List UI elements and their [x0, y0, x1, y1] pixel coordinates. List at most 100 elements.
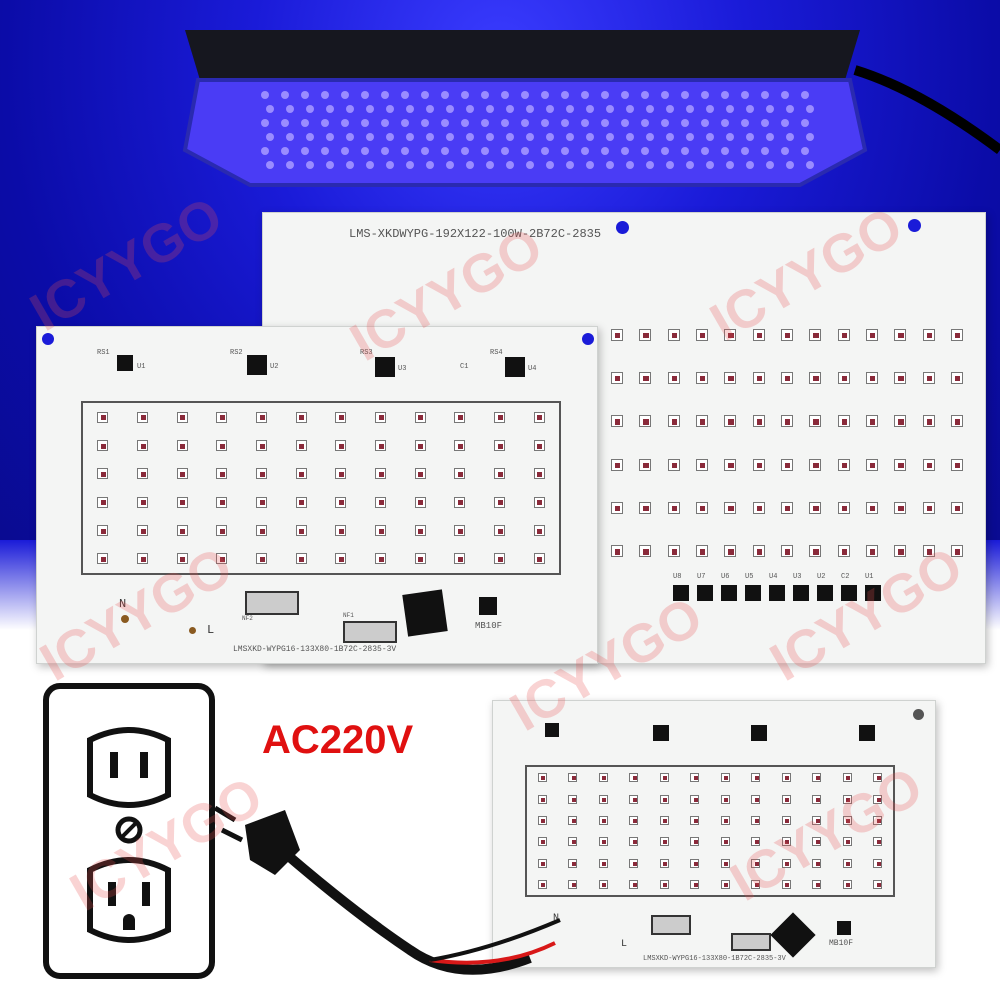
led-chip	[335, 468, 347, 480]
led-emitter	[663, 883, 668, 888]
led-emitter	[785, 797, 790, 802]
floodlight-led	[446, 161, 454, 169]
led-emitter	[754, 797, 759, 802]
led-emitter	[699, 419, 706, 425]
led-chip	[659, 879, 669, 889]
floodlight-led	[401, 91, 409, 99]
led-chip	[695, 458, 708, 471]
led-chip	[781, 773, 791, 783]
led-chip	[610, 545, 623, 558]
led-chip	[598, 837, 608, 847]
floodlight-led	[286, 105, 294, 113]
floodlight-led	[381, 91, 389, 99]
floodlight-led	[706, 133, 714, 141]
led-chip	[695, 545, 708, 558]
led-chip	[809, 372, 822, 384]
led-emitter	[180, 557, 186, 563]
driver-chip-u2	[247, 355, 267, 375]
floodlight-led	[301, 147, 309, 155]
floodlight-led	[741, 91, 749, 99]
led-emitter	[693, 776, 698, 781]
led-emitter	[954, 506, 961, 512]
led-chip	[865, 328, 878, 341]
led-chip	[720, 815, 730, 825]
chip-label: U5	[745, 573, 754, 581]
led-emitter	[632, 883, 637, 888]
led-emitter	[614, 549, 621, 555]
led-emitter	[869, 376, 876, 382]
rectifier-label: MB10F	[829, 939, 854, 948]
led-chip	[537, 879, 547, 889]
led-emitter	[220, 500, 226, 506]
led-emitter	[663, 797, 668, 802]
led-emitter	[869, 419, 876, 425]
led-chip	[494, 440, 505, 451]
floodlight-led	[366, 133, 374, 141]
floodlight-led	[541, 147, 549, 155]
floodlight-led	[341, 119, 349, 127]
led-chip	[97, 411, 109, 423]
led-emitter	[693, 797, 698, 802]
led-emitter	[537, 528, 543, 534]
led-emitter	[541, 819, 546, 824]
floodlight-led	[406, 105, 414, 113]
led-chip	[454, 468, 466, 480]
led-emitter	[541, 776, 546, 781]
led-chip	[873, 837, 883, 847]
led-emitter	[299, 443, 305, 449]
led-chip	[724, 372, 737, 384]
led-emitter	[813, 506, 819, 512]
rs3-label: RS3	[360, 349, 373, 357]
nf2-label: NF2	[242, 615, 253, 622]
led-emitter	[841, 462, 847, 469]
led-chip	[659, 815, 669, 825]
led-emitter	[898, 462, 904, 469]
led-chip	[176, 525, 188, 536]
led-emitter	[846, 861, 851, 866]
led-emitter	[497, 443, 503, 449]
led-chip	[751, 879, 761, 889]
bottom-led-board: N L MB10F LMSXKD-WYPG16-133X80-1B72C-283…	[492, 700, 936, 968]
floodlight-led	[686, 161, 694, 169]
led-emitter	[876, 883, 881, 888]
led-emitter	[784, 549, 791, 555]
led-chip	[837, 372, 850, 384]
floodlight-led	[581, 147, 589, 155]
led-emitter	[724, 776, 729, 781]
led-chip	[837, 328, 850, 341]
led-chip	[950, 415, 963, 428]
floodlight-led	[461, 119, 469, 127]
led-chip	[809, 328, 822, 341]
floodlight-led	[266, 161, 274, 169]
led-emitter	[140, 500, 146, 506]
led-emitter	[699, 462, 706, 469]
led-chip	[667, 545, 680, 558]
led-chip	[922, 458, 935, 471]
led-emitter	[699, 549, 706, 555]
floodlight-led	[786, 105, 794, 113]
led-emitter	[756, 462, 762, 469]
led-emitter	[754, 776, 759, 781]
led-emitter	[756, 506, 762, 512]
led-emitter	[898, 419, 904, 425]
floodlight-led	[486, 133, 494, 141]
led-chip	[537, 815, 547, 825]
floodlight-led	[766, 161, 774, 169]
wall-outlet	[43, 683, 215, 979]
u1-label: U1	[137, 363, 146, 371]
led-emitter	[813, 462, 819, 469]
led-chip	[454, 496, 466, 508]
led-emitter	[220, 415, 226, 421]
led-emitter	[497, 500, 503, 506]
floodlight-led	[326, 105, 334, 113]
floodlight-led	[601, 147, 609, 155]
small-board-model-text: LMSXKD-WYPG16-133X80-1B72C-2835-3V	[233, 645, 397, 654]
led-chip	[950, 328, 963, 341]
led-emitter	[841, 419, 847, 425]
led-emitter	[756, 549, 762, 555]
floodlight-led	[586, 133, 594, 141]
floodlight-led	[641, 91, 649, 99]
floodlight-led	[421, 91, 429, 99]
floodlight-led	[661, 119, 669, 127]
floodlight-led	[326, 133, 334, 141]
